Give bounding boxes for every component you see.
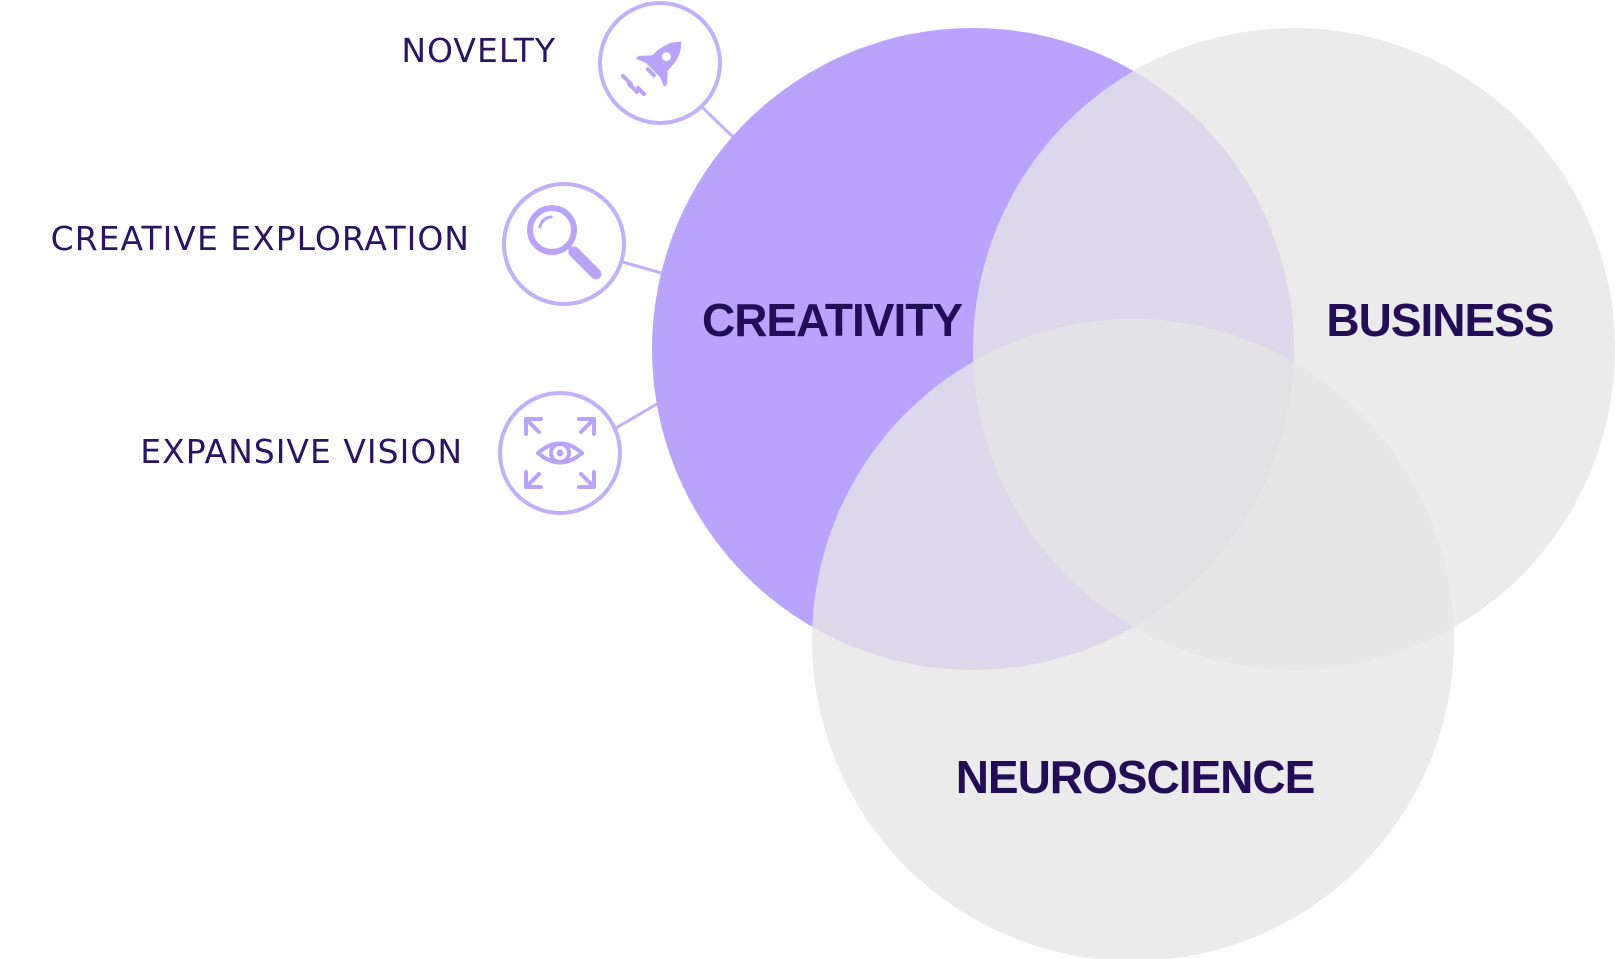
novelty-connector	[700, 105, 735, 139]
expansive-vision-label: EXPANSIVE VISION	[140, 432, 463, 471]
neuroscience-label: NEUROSCIENCE	[956, 751, 1315, 803]
exploration-connector	[622, 260, 662, 275]
vision-connector	[615, 402, 658, 430]
exploration-icon-circle	[502, 182, 626, 306]
creativity-label: CREATIVITY	[702, 294, 962, 346]
business-label: BUSINESS	[1326, 294, 1553, 346]
creative-exploration-label: CREATIVE EXPLORATION	[51, 219, 470, 258]
novelty-label: NOVELTY	[401, 31, 556, 70]
neuroscience-circle	[812, 319, 1454, 959]
eye-expand-icon	[524, 417, 596, 489]
rocket-icon	[621, 41, 682, 96]
magnifier-icon	[527, 205, 602, 280]
